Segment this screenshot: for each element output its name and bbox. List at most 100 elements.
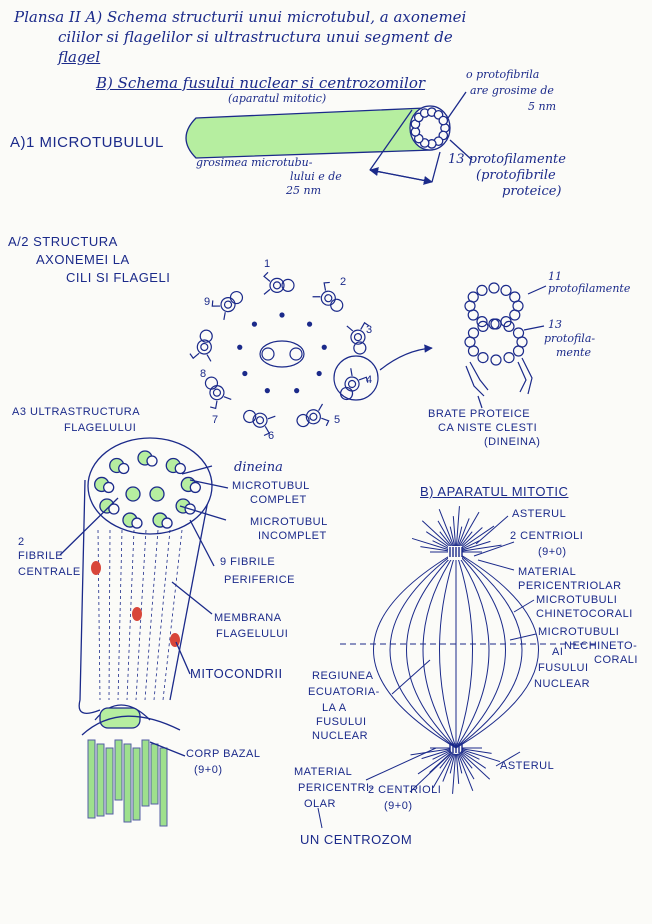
a3-central-3: CENTRALE	[18, 566, 81, 578]
aster-ray-bottom	[460, 751, 491, 780]
a3-mitochondria: MITOCONDRII	[190, 666, 283, 681]
dynein-arm	[318, 403, 324, 411]
b-pericentriolar-top-2: PERICENTRIOLAR	[518, 580, 622, 592]
dynein-arm	[206, 354, 212, 362]
b-equatorial-4: FUSULUI	[316, 716, 367, 728]
microtubule-doublet	[339, 368, 369, 401]
aster-ray-bottom	[432, 752, 454, 789]
aster-ray-bottom	[439, 752, 453, 769]
mitotic-spindle	[317, 506, 600, 829]
microtubule-b	[199, 329, 213, 343]
aster-ray-top	[461, 540, 480, 550]
spindle-fiber	[439, 551, 457, 749]
doublet-number-5: 5	[334, 414, 341, 426]
b-title: B) APARATUL MITOTIC	[420, 484, 569, 499]
aster-ray-top	[452, 516, 457, 547]
b-pericentriolar-top-1: MATERIAL	[518, 566, 577, 578]
aster-ray-top	[421, 520, 452, 549]
microtubule-b	[339, 386, 354, 401]
doublet-number-6: 6	[268, 430, 275, 442]
b-centrioles-top-2: (9+0)	[538, 546, 567, 558]
aster-ray-top	[458, 511, 480, 548]
enlarged-protofilament	[477, 351, 489, 364]
a3-membrane-1: MEMBRANA	[214, 612, 282, 624]
b-aster-top: ASTERUL	[512, 508, 567, 520]
microtubule-drawing	[185, 91, 473, 185]
b-centrioles-top-1: 2 CENTRIOLI	[510, 530, 584, 542]
microtubule-a-lumen	[324, 294, 333, 303]
aster-ray-top	[437, 520, 454, 548]
b-pericentriolar-bottom-2: PERICENTRI-	[298, 782, 374, 794]
doublet-number-2: 2	[340, 276, 347, 288]
enlarged-protofilament	[490, 318, 502, 330]
aster-ray-top	[460, 527, 483, 549]
microtubule-a	[196, 339, 212, 355]
radial-spoke-head	[306, 321, 313, 327]
enlarged-protofilament	[503, 351, 515, 364]
flagellum-doublet-b	[131, 517, 143, 529]
microtubule-a	[305, 409, 321, 425]
a2-title-1: A/2 STRUCTURA	[8, 234, 118, 249]
a3-incomplete-1: MICROTUBUL	[250, 516, 328, 528]
doublet-number-8: 8	[200, 368, 207, 380]
a2-protofilaments-13-2: protofila-	[544, 332, 596, 345]
aster-ray-bottom	[461, 750, 480, 760]
microtubule-b	[296, 413, 310, 428]
b-fusului-3: NUCLEAR	[534, 678, 591, 690]
axoneme-cross-section	[189, 271, 433, 437]
b-centrioles-bottom-2: (9+0)	[384, 800, 413, 812]
dynein-arm	[211, 300, 221, 307]
doublet-number-3: 3	[366, 324, 373, 336]
radial-spoke-head	[242, 370, 248, 377]
enlarged-protofilament	[490, 354, 502, 366]
dynein-arm	[263, 288, 271, 295]
microtubule-a	[344, 376, 360, 392]
flagellum-fibril-line	[117, 529, 123, 701]
microtubule-doublet	[211, 290, 244, 320]
radial-spoke-head	[321, 344, 327, 350]
enlarged-doublet	[464, 282, 547, 409]
dynein-arm	[223, 396, 232, 400]
aster-ray-bottom	[461, 748, 492, 754]
aster-ray-bottom	[455, 753, 460, 784]
microtubule-doublet	[312, 281, 344, 312]
aster-ray-bottom	[449, 753, 456, 774]
aster-ray-bottom	[432, 750, 451, 760]
spindle-fiber	[455, 551, 523, 749]
a1-protofibril-thickness-2: 5 nm	[528, 100, 557, 113]
a3-basal-2: (9+0)	[194, 764, 223, 776]
microtubule-b	[281, 278, 295, 292]
a1-protofibril-thickness-1: are grosime de	[470, 84, 554, 97]
a1-thickness-2: lului e de	[290, 170, 342, 183]
enlarged-protofilament	[503, 320, 515, 333]
doublet-number-9: 9	[204, 296, 211, 308]
aster-ray-top	[439, 531, 453, 548]
enlarged-protofilament	[476, 284, 488, 297]
protofilament-ring	[410, 107, 450, 149]
aster-ray-bottom	[452, 753, 457, 794]
a3-central-1: 2	[18, 536, 25, 548]
aster-ray-bottom	[460, 750, 487, 769]
microtubule-doublet	[296, 403, 330, 428]
enlarged-protofilament	[509, 309, 521, 321]
microtubule-b	[243, 409, 257, 424]
microtubule-a-lumen	[223, 300, 233, 309]
aster-ray-bottom	[458, 752, 475, 780]
microtubule-a-lumen	[255, 416, 265, 425]
basal-body-microtubule	[159, 747, 168, 827]
dynein-arm	[350, 368, 353, 377]
dynein-arm	[323, 281, 330, 291]
a3-membrane-2: FLAGELULUI	[216, 628, 289, 640]
a3-complete-2: COMPLET	[250, 494, 307, 506]
dynein-arm	[312, 296, 321, 298]
aster-ray-top	[449, 526, 456, 547]
a1-thickness-3: 25 nm	[286, 184, 322, 197]
b-equatorial-3: LA A	[322, 702, 347, 714]
dynein-arm	[346, 325, 354, 332]
a2-title-3: CILI SI FLAGELI	[66, 270, 171, 285]
b-nonchinetocoral-1: MICROTUBULI	[538, 626, 620, 638]
b-chinetocoral-1: MICROTUBULI	[536, 594, 618, 606]
radial-spoke-head	[264, 388, 270, 394]
flagellum-fibril-line	[153, 529, 171, 701]
